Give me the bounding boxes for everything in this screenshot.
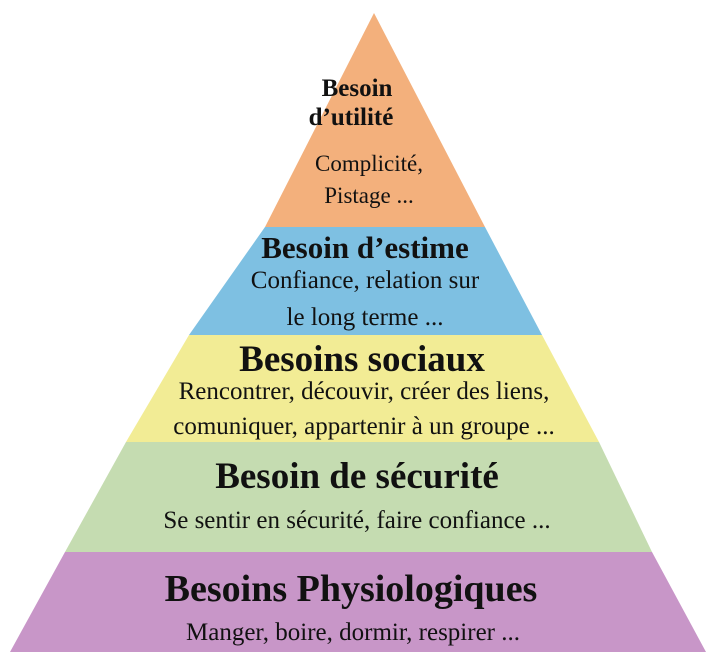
pyramid-tier-securite (65, 442, 652, 552)
level-utilite-desc-line-1: Complicité, (315, 151, 423, 176)
level-utilite-title-line-2: d’utilité (308, 104, 394, 131)
level-physiologiques-desc: Manger, boire, dormir, respirer ... (186, 619, 520, 646)
level-physiologiques-title: Besoins Physiologiques (164, 568, 538, 610)
level-securite-title: Besoin de sécurité (215, 456, 499, 497)
level-utilite-title-line-1: Besoin (321, 75, 393, 102)
level-sociaux-desc-line-1: Rencontrer, découvir, créer des liens, (178, 378, 550, 405)
pyramid-tier-sociaux (126, 335, 599, 442)
level-estime-desc-line-2: le long terme ... (286, 304, 444, 331)
level-estime-desc-line-1: Confiance, relation sur (250, 267, 480, 294)
pyramid-tier-estime (189, 227, 542, 335)
level-sociaux-title: Besoins sociaux (239, 339, 485, 380)
level-sociaux-desc-line-2: comuniquer, appartenir à un groupe ... (173, 413, 555, 440)
level-utilite-desc-line-2: Pistage ... (324, 183, 414, 208)
level-estime-title: Besoin d’estime (261, 230, 469, 265)
pyramid-tier-utilite (265, 13, 485, 227)
pyramid-tier-physiologiques (10, 552, 706, 652)
level-securite-desc: Se sentir en sécurité, faire confiance .… (163, 507, 551, 534)
